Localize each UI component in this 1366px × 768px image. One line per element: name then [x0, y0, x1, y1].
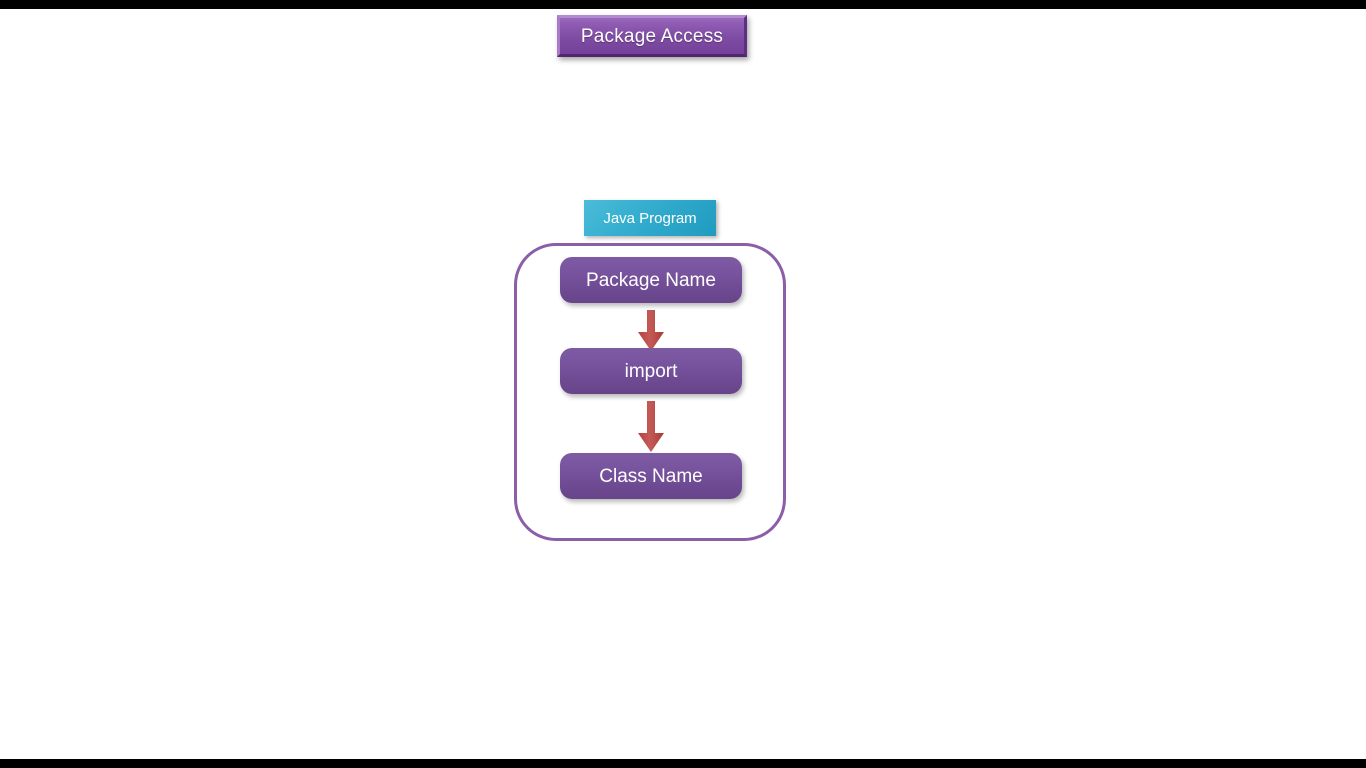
- step-class-name: Class Name: [560, 453, 742, 499]
- step-label: Package Name: [586, 269, 716, 291]
- letterbox-bar-bottom: [0, 759, 1366, 768]
- step-import: import: [560, 348, 742, 394]
- step-package-name: Package Name: [560, 257, 742, 303]
- java-program-container: [514, 243, 786, 541]
- arrow-down-icon-2: [633, 401, 669, 458]
- java-program-tag: Java Program: [584, 200, 716, 236]
- slide-title-banner: Package Access: [557, 15, 747, 57]
- arrow-down-icon-1: [633, 310, 669, 357]
- letterbox-bar-top: [0, 0, 1366, 9]
- page-title: Package Access: [580, 25, 724, 47]
- java-program-label: Java Program: [603, 209, 697, 227]
- step-label: Class Name: [599, 465, 703, 487]
- slide-canvas: Package Access Java Program Package Name…: [0, 9, 1366, 759]
- step-label: import: [624, 360, 678, 382]
